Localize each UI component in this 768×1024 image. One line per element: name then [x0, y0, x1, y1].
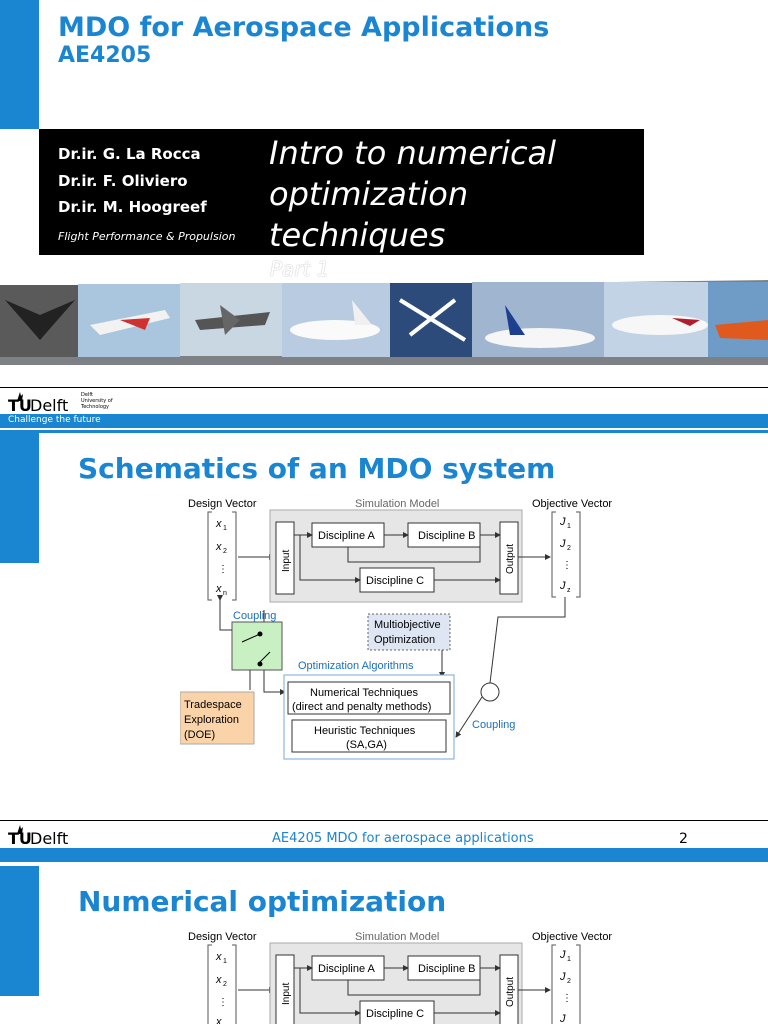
svg-text:Multiobjective: Multiobjective	[374, 619, 441, 631]
svg-text:1: 1	[223, 525, 227, 532]
objective-vector-group: Objective Vector J 1 J 2 ⋮ J z	[532, 498, 612, 598]
svg-text:n: n	[223, 590, 227, 597]
slide2-accent-bar	[0, 433, 39, 563]
tagline: Challenge the future	[8, 415, 101, 425]
svg-text:Design Vector: Design Vector	[188, 931, 257, 943]
svg-text:J: J	[559, 580, 566, 592]
svg-text:x: x	[215, 541, 222, 553]
subtitle-line-1: Intro to numerical	[269, 134, 557, 172]
svg-text:J: J	[559, 516, 566, 528]
svg-text:1: 1	[567, 523, 571, 530]
svg-text:1: 1	[567, 956, 571, 963]
svg-text:Optimization: Optimization	[374, 634, 435, 646]
svg-text:x: x	[215, 974, 222, 986]
svg-text:2: 2	[223, 548, 227, 555]
footer-course: AE4205 MDO for aerospace applications	[272, 831, 534, 846]
svg-text:⋮: ⋮	[562, 560, 572, 571]
heuristic-techniques-box	[291, 719, 447, 753]
svg-text:Discipline B: Discipline B	[418, 963, 475, 975]
svg-text:2: 2	[567, 978, 571, 985]
mdo-schematic: Design Vector x 1 x 2 ⋮ x n Simulation M…	[180, 498, 612, 760]
output-label: Output	[505, 544, 516, 574]
coupling-label-left: Coupling	[233, 610, 276, 622]
svg-text:Input: Input	[281, 983, 292, 1005]
output-box	[499, 521, 519, 595]
input-label: Input	[281, 550, 292, 572]
simulation-model-label: Simulation Model	[355, 498, 439, 510]
coupling-label-right: Coupling	[472, 719, 515, 731]
svg-text:z: z	[567, 587, 571, 594]
discipline-b-box	[407, 522, 481, 548]
svg-text:⋮: ⋮	[562, 993, 572, 1004]
svg-text:2: 2	[567, 545, 571, 552]
page-number: 2	[679, 831, 688, 847]
slide1-divider	[0, 387, 768, 388]
svg-text:x: x	[215, 518, 222, 530]
design-vector-label: Design Vector	[188, 498, 257, 510]
part-label: Part 1	[270, 257, 330, 281]
author-1: Dr.ir. G. La Rocca	[58, 145, 201, 163]
svg-text:Tradespace: Tradespace	[184, 699, 242, 711]
author-2: Dr.ir. F. Oliviero	[58, 172, 188, 190]
slide2-bottom-strip	[0, 848, 768, 862]
subtitle-line-3: techniques	[269, 216, 446, 254]
svg-text:(DOE): (DOE)	[184, 729, 215, 741]
logo-small-text: Delft University of Technology	[81, 392, 113, 410]
mdo-schematic-partial: Design Vector x 1 x 2 ⋮ x Simulation Mod…	[188, 931, 612, 1024]
slide2-top-strip	[0, 430, 768, 433]
svg-text:Discipline C: Discipline C	[366, 575, 424, 587]
accent-bar	[0, 0, 39, 129]
tagline-strip	[0, 414, 768, 428]
flame-icon	[17, 392, 23, 401]
slide2-title: Schematics of an MDO system	[78, 452, 556, 485]
input-box	[275, 521, 295, 595]
coupling-node	[480, 682, 500, 702]
svg-text:Discipline B: Discipline B	[418, 530, 475, 542]
slide1-title: MDO for Aerospace Applications	[58, 12, 550, 43]
design-vector-group: Design Vector x 1 x 2 ⋮ x n	[188, 498, 257, 601]
svg-text:Simulation Model: Simulation Model	[355, 931, 439, 943]
tradespace-box	[180, 691, 255, 745]
slide3-accent-bar	[0, 866, 39, 996]
svg-text:J: J	[559, 538, 566, 550]
author-3: Dr.ir. M. Hoogreef	[58, 198, 207, 216]
svg-text:Heuristic Techniques: Heuristic Techniques	[314, 725, 416, 737]
svg-text:⋮: ⋮	[218, 997, 228, 1008]
svg-text:(direct and penalty methods): (direct and penalty methods)	[292, 701, 431, 713]
svg-text:J: J	[559, 1013, 566, 1024]
svg-text:Objective Vector: Objective Vector	[532, 931, 612, 943]
svg-text:Output: Output	[505, 977, 516, 1007]
discipline-c-box	[359, 567, 435, 593]
course-code: AE4205	[58, 43, 152, 68]
svg-text:x: x	[215, 951, 222, 963]
svg-text:⋮: ⋮	[218, 564, 228, 575]
title-box: Dr.ir. G. La Rocca Dr.ir. F. Oliviero Dr…	[39, 129, 644, 255]
multiobjective-box	[367, 613, 451, 651]
slide3-title: Numerical optimization	[78, 885, 447, 918]
svg-text:x: x	[215, 1016, 222, 1024]
svg-text:1: 1	[223, 958, 227, 965]
objective-vector-label: Objective Vector	[532, 498, 612, 510]
svg-text:Discipline C: Discipline C	[366, 1008, 424, 1020]
opt-algorithms-label: Optimization Algorithms	[298, 660, 414, 672]
svg-text:Numerical Techniques: Numerical Techniques	[310, 687, 419, 699]
svg-text:(SA,GA): (SA,GA)	[346, 739, 387, 751]
svg-text:Discipline A: Discipline A	[318, 963, 376, 975]
svg-text:x: x	[215, 583, 222, 595]
coupling-switch-box	[231, 621, 283, 671]
aircraft-photo-band	[0, 280, 768, 365]
slide2-footer-rule	[0, 820, 768, 821]
svg-text:2: 2	[223, 981, 227, 988]
svg-text:J: J	[559, 949, 566, 961]
flame-icon	[17, 825, 23, 834]
svg-text:Exploration: Exploration	[184, 714, 239, 726]
svg-text:Discipline A: Discipline A	[318, 530, 376, 542]
numerical-techniques-box	[287, 681, 451, 715]
subtitle-line-2: optimization	[269, 175, 469, 213]
svg-text:J: J	[559, 971, 566, 983]
department: Flight Performance & Propulsion	[58, 230, 236, 243]
